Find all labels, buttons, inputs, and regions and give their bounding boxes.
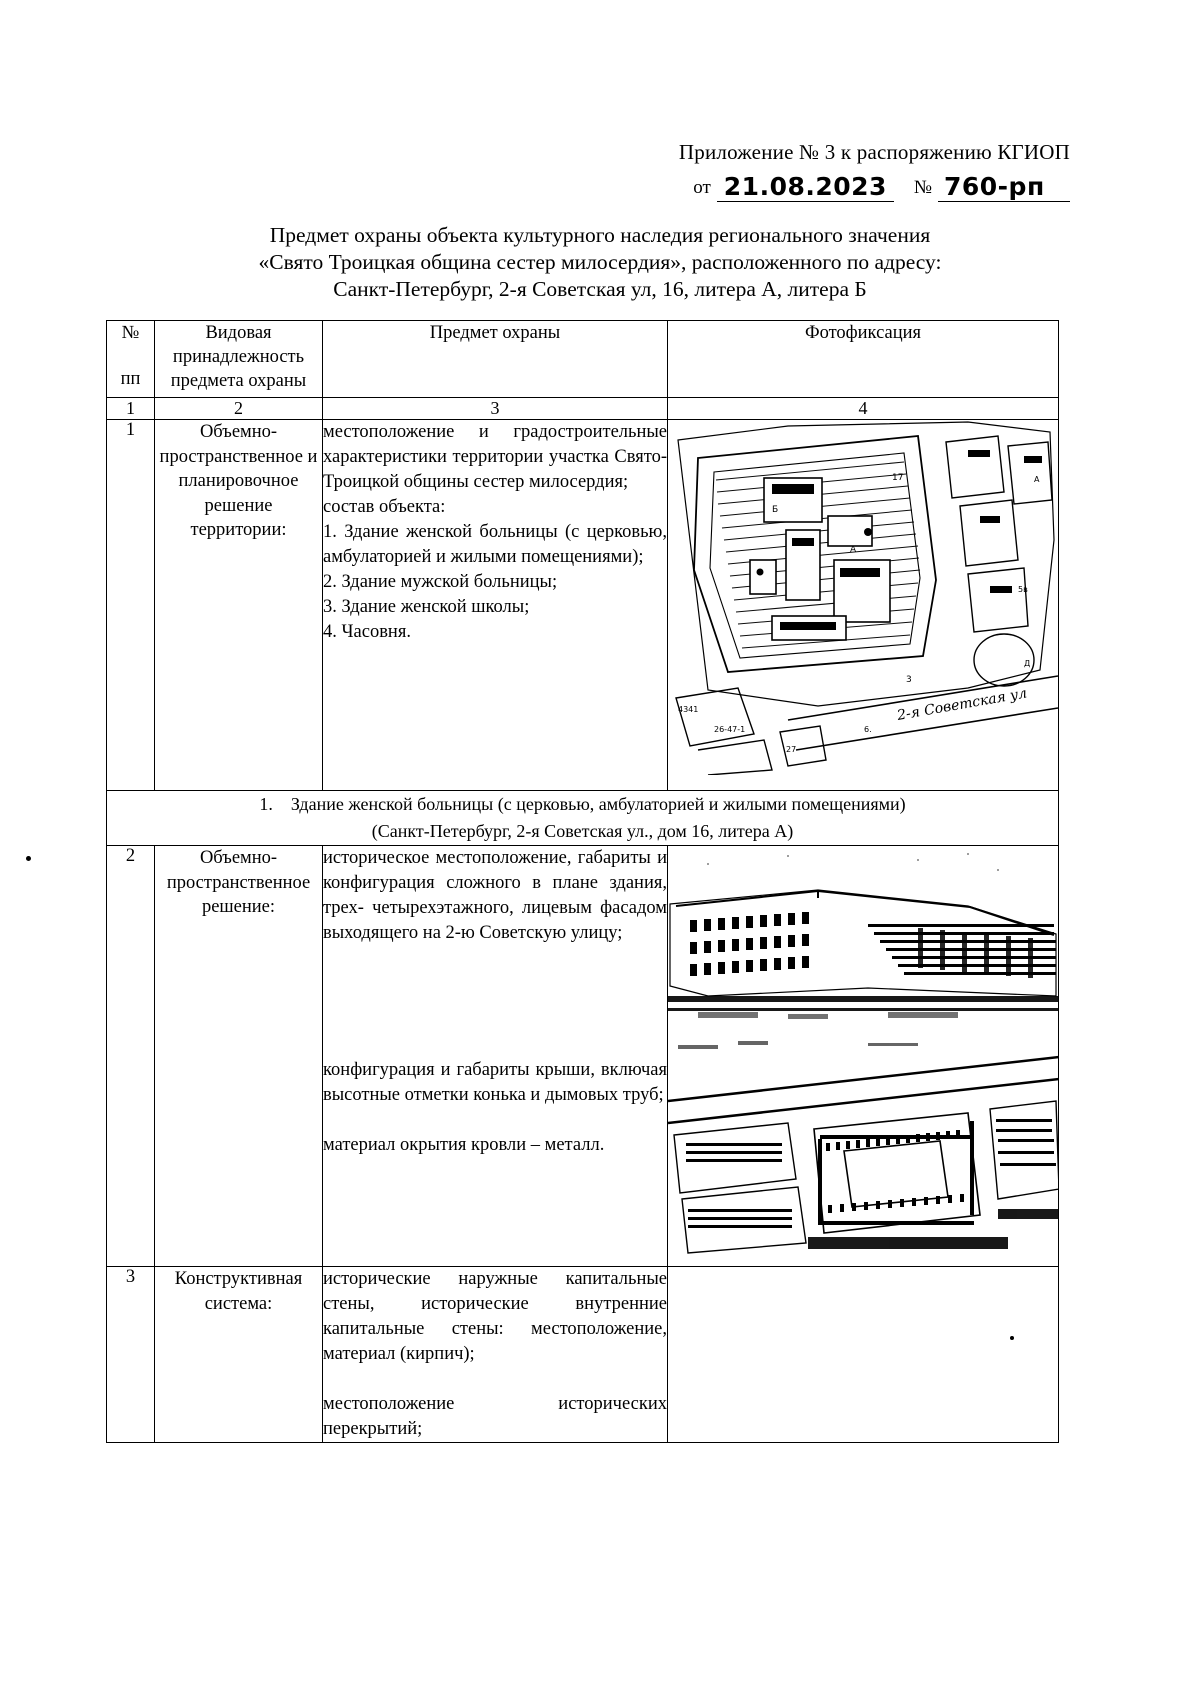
row-kind: Объемно-пространственное решение: bbox=[154, 845, 323, 1267]
header-number-line2: пп bbox=[120, 369, 141, 389]
number-sign: № bbox=[913, 177, 932, 199]
order-date-value: 21.08.2023 bbox=[716, 173, 894, 203]
aerial-photo-image bbox=[668, 1039, 1058, 1257]
page-title: Предмет охраны объекта культурного насле… bbox=[0, 222, 1200, 303]
subject-list-item: 2. Здание мужской больницы; bbox=[323, 572, 558, 592]
header-number-line1: № bbox=[121, 323, 140, 343]
scan-artifact-dot bbox=[1010, 1336, 1014, 1340]
protection-subject-table: № пп Видовая принадлежность предмета охр… bbox=[106, 320, 1059, 1443]
title-line-3: Санкт-Петербург, 2-я Советская ул, 16, л… bbox=[333, 277, 867, 301]
section-banner-row: 1. Здание женской больницы (с церковью, а… bbox=[106, 790, 1059, 846]
subject-paragraph: конфигурация и габариты крыши, включая в… bbox=[323, 1060, 667, 1105]
table-column-number-row: 1 2 3 4 bbox=[106, 397, 1059, 420]
row-subject: местоположение и градостроительные харак… bbox=[322, 419, 668, 791]
svg-text:Д: Д bbox=[1024, 659, 1030, 668]
subject-paragraph: историческое местоположение, габариты и … bbox=[323, 848, 667, 943]
column-number-4: 4 bbox=[667, 397, 1059, 420]
facade-photo-image bbox=[668, 846, 1058, 1039]
row-index: 2 bbox=[106, 845, 155, 1267]
subject-paragraph: исторические наружные капитальные стены,… bbox=[323, 1269, 667, 1364]
section-banner-line2: (Санкт-Петербург, 2-я Советская ул., дом… bbox=[371, 821, 794, 841]
title-line-1: Предмет охраны объекта культурного насле… bbox=[269, 223, 931, 247]
subject-paragraph: состав объекта: bbox=[323, 497, 446, 517]
svg-text:5в: 5в bbox=[1018, 585, 1028, 594]
row-subject: исторические наружные капитальные стены,… bbox=[322, 1266, 668, 1443]
header-cell-kind: Видовая принадлежность предмета охраны bbox=[154, 320, 323, 398]
header-cell-number: № пп bbox=[106, 320, 155, 398]
cadastral-map-image: 4341 26-47-1 27 6. 3 5в А Д Б А 17 bbox=[668, 420, 1058, 775]
appendix-reference: Приложение № 3 к распоряжению КГИОП bbox=[678, 140, 1070, 164]
row-photo-cell bbox=[667, 1266, 1059, 1443]
header-cell-photo: Фотофиксация bbox=[667, 320, 1059, 398]
title-line-2: «Свято Троицкая община сестер милосердия… bbox=[258, 250, 942, 274]
section-banner-line1: 1. Здание женской больницы (с церковью, а… bbox=[107, 791, 1058, 818]
row-kind: Конструктивная система: bbox=[154, 1266, 323, 1443]
section-number: 1. bbox=[259, 794, 273, 814]
row-photo-cell: 4341 26-47-1 27 6. 3 5в А Д Б А 17 bbox=[667, 419, 1059, 791]
svg-text:Б: Б bbox=[772, 505, 778, 515]
document-header: Приложение № 3 к распоряжению КГИОП от 2… bbox=[0, 140, 1200, 203]
svg-text:27: 27 bbox=[786, 745, 796, 754]
subject-list-item: 4. Часовня. bbox=[323, 622, 411, 642]
order-reference-line: от 21.08.2023 № 760-рп bbox=[0, 173, 1070, 203]
subject-paragraph: местоположение исторических перекрытий; bbox=[323, 1394, 667, 1439]
row-photo-cell bbox=[667, 845, 1059, 1267]
row-index: 1 bbox=[106, 419, 155, 791]
order-number-value: 760-рп bbox=[938, 173, 1070, 203]
table-header-row: № пп Видовая принадлежность предмета охр… bbox=[106, 320, 1059, 398]
table-row: 2 Объемно-пространственное решение: исто… bbox=[106, 845, 1059, 1267]
scan-artifact-dot bbox=[26, 856, 31, 861]
subject-list-item: 1. Здание женской больницы (с церковью, … bbox=[323, 522, 667, 567]
subject-paragraph: местоположение и градостроительные харак… bbox=[323, 422, 667, 492]
svg-text:26-47-1: 26-47-1 bbox=[714, 725, 745, 734]
from-label: от bbox=[693, 177, 711, 199]
svg-text:А: А bbox=[850, 545, 857, 555]
column-number-3: 3 bbox=[322, 397, 668, 420]
svg-text:А: А bbox=[1034, 475, 1040, 484]
column-number-2: 2 bbox=[154, 397, 323, 420]
header-cell-subject: Предмет охраны bbox=[322, 320, 668, 398]
svg-text:17: 17 bbox=[892, 473, 903, 483]
svg-text:6.: 6. bbox=[864, 725, 872, 734]
row-subject: историческое местоположение, габариты и … bbox=[322, 845, 668, 1267]
table-row: 1 Объемно-пространственное и планировочн… bbox=[106, 419, 1059, 791]
section-banner: 1. Здание женской больницы (с церковью, а… bbox=[106, 790, 1059, 846]
section-title: Здание женской больницы (с церковью, амб… bbox=[290, 794, 906, 814]
svg-text:3: 3 bbox=[906, 675, 912, 685]
column-number-1: 1 bbox=[106, 397, 155, 420]
table-row: 3 Конструктивная система: исторические н… bbox=[106, 1266, 1059, 1443]
row-kind: Объемно-пространственное и планировочное… bbox=[154, 419, 323, 791]
svg-text:4341: 4341 bbox=[678, 705, 698, 714]
row-index: 3 bbox=[106, 1266, 155, 1443]
subject-list-item: 3. Здание женской школы; bbox=[323, 597, 530, 617]
subject-paragraph: материал окрытия кровли – металл. bbox=[323, 1135, 605, 1155]
